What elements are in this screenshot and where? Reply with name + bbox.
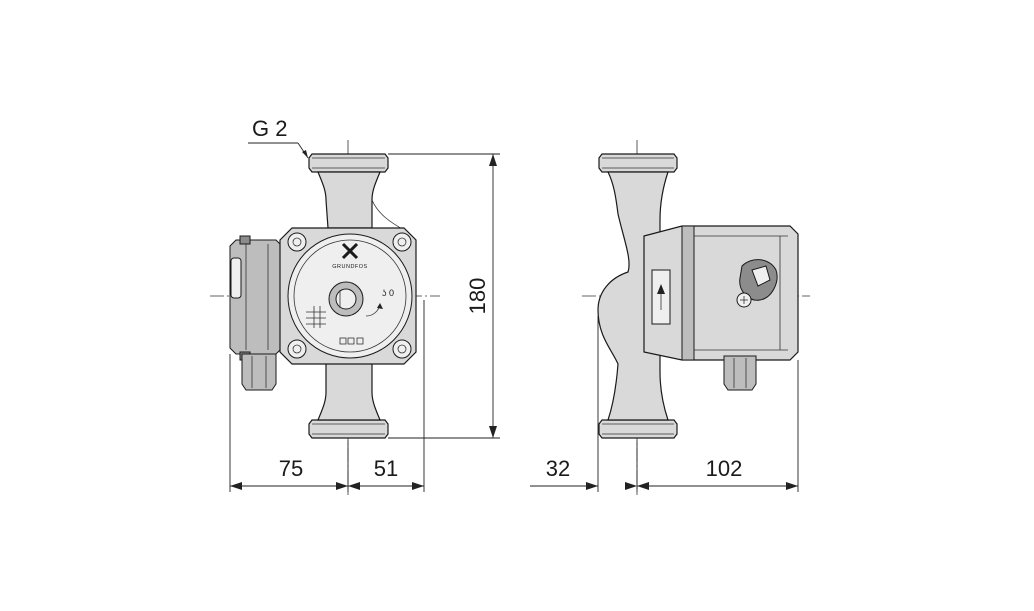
side-offset-value: 32: [546, 456, 570, 481]
brand-logo: [341, 242, 359, 260]
bolt-lug-top-right: [392, 232, 412, 252]
side-top-flange: [598, 153, 678, 173]
vent-screw-side: [736, 292, 752, 308]
terminal-clip-top: [239, 235, 251, 245]
left-width-value: 75: [279, 456, 303, 481]
bolt-lug-bottom-left: [287, 339, 307, 359]
brand-text: GRUNDFOS: [332, 264, 367, 270]
speed-knob: [739, 259, 778, 301]
height-dimension: 180: [388, 153, 500, 439]
flow-arrow-icon: [657, 284, 665, 294]
speed-selector-marks: ʖ 0: [365, 288, 394, 317]
right-width-value: 51: [374, 456, 398, 481]
bottom-neck: [317, 361, 381, 421]
terminal-window: [230, 257, 242, 299]
front-width-dimensions: 75 51: [229, 300, 425, 492]
bottom-flange: [308, 419, 389, 439]
side-depth-value: 102: [706, 456, 743, 481]
cable-gland: [241, 353, 277, 391]
thread-callout: G 2: [248, 116, 309, 159]
bolt-lug-bottom-right: [392, 339, 412, 359]
approval-marks: [339, 337, 364, 345]
thread-label: G 2: [252, 116, 287, 141]
side-motor-flange: [681, 225, 695, 361]
side-cable-gland: [723, 355, 757, 391]
side-bottom-flange: [598, 419, 678, 439]
svg-text:ʖ 0: ʖ 0: [382, 288, 394, 298]
bolt-lug-top-left: [287, 232, 307, 252]
side-view: [582, 140, 810, 495]
front-view: GRUNDFOS ʖ 0: [210, 140, 440, 495]
side-depth-dimensions: 32 102: [530, 316, 799, 492]
top-neck: [317, 171, 381, 229]
rating-plate-marks: [306, 306, 326, 328]
top-flange: [308, 153, 389, 173]
height-value: 180: [465, 278, 490, 315]
